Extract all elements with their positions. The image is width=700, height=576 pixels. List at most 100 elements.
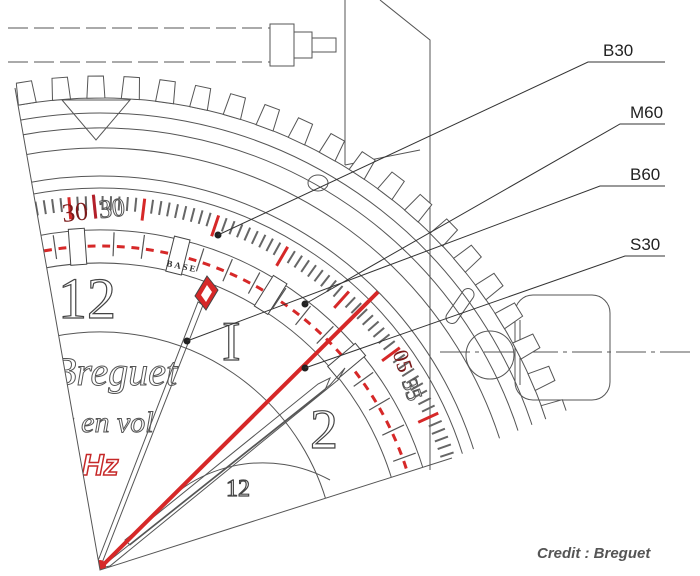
bezel-tooth — [255, 103, 281, 132]
seconds-hand — [96, 290, 380, 570]
scale-tick — [205, 212, 212, 227]
scale-tick — [117, 196, 121, 211]
scale-tick — [272, 242, 282, 256]
minute-track-segment — [303, 318, 312, 326]
minute-marker — [392, 452, 416, 462]
scale-tick — [428, 419, 443, 428]
scale-tick — [381, 346, 401, 363]
scale-tick — [326, 279, 337, 292]
scale-tick — [197, 210, 204, 225]
scale-tick — [356, 308, 368, 320]
minute-marker — [247, 272, 261, 294]
dial-ring — [25, 175, 487, 500]
scale-tick — [243, 227, 252, 241]
leader-b30 — [217, 61, 665, 236]
triangle-marker — [60, 99, 132, 141]
dial-ring — [15, 127, 534, 492]
scale-30-right: 30 — [97, 193, 126, 225]
minute-track-segment — [145, 247, 154, 252]
minute-track-segment — [406, 474, 412, 483]
scale-tick — [181, 205, 188, 220]
credit-text: Credit : Breguet — [537, 545, 651, 562]
scale-tick — [210, 214, 221, 237]
scale-tick — [344, 296, 356, 309]
leader-b60 — [186, 185, 665, 342]
bezel-tooth — [189, 84, 212, 112]
dial-ring — [19, 147, 515, 496]
bezel-tooth — [318, 132, 346, 162]
callout-label-m60: M60 — [630, 103, 663, 122]
minute-track-segment — [402, 460, 408, 469]
scale-tick — [434, 435, 449, 443]
scale-tick — [174, 204, 179, 219]
scale-tick — [361, 314, 374, 326]
scale-35: 35 — [397, 375, 428, 404]
minute-track-segment — [291, 308, 301, 317]
scale-tick — [140, 198, 147, 221]
bezel-tooth — [222, 93, 247, 121]
minute-marker — [295, 305, 312, 326]
scale-tick — [150, 199, 155, 214]
bezel-tooth — [86, 75, 106, 99]
subdial-12: 12 — [226, 476, 250, 502]
scale-tick — [397, 360, 411, 371]
scale-tick — [372, 327, 385, 338]
scale-tick — [158, 200, 163, 216]
minute-marker — [353, 371, 374, 387]
minute-track-segment — [131, 246, 140, 250]
callout-label-b60: B60 — [630, 165, 660, 184]
bezel-tooth — [429, 218, 459, 248]
bezel-tooth — [348, 151, 376, 181]
scale-tick — [421, 404, 436, 413]
minute-track-segment — [215, 266, 225, 273]
bezel-tooth — [527, 365, 556, 392]
scale-tick — [166, 202, 171, 217]
scale-tick — [67, 197, 73, 220]
minute-track-segment — [43, 248, 53, 253]
scale-tick — [383, 340, 396, 351]
frequency-label: Hz — [82, 449, 119, 482]
bezel-tooth — [287, 117, 314, 146]
leader-m60 — [304, 123, 665, 305]
scale-tick — [414, 389, 428, 399]
minute-marker — [52, 235, 58, 260]
bezel-tooth — [120, 76, 141, 101]
scale-divider — [91, 194, 98, 219]
scale-tick — [133, 197, 138, 212]
scale-tick — [307, 264, 317, 278]
scale-tick — [286, 250, 296, 264]
minute-track-segment — [353, 370, 362, 379]
minute-hand — [99, 367, 346, 569]
hour-index — [253, 274, 288, 316]
minute-track-segment — [58, 246, 67, 251]
minute-marker — [316, 325, 334, 344]
frequency-digit — [56, 452, 78, 478]
section-cut-edges — [14, 87, 453, 571]
minute-marker — [140, 234, 146, 259]
numeral-1: I — [222, 311, 241, 373]
minute-track-segment — [242, 278, 251, 285]
scale-tick — [410, 382, 424, 391]
bezel-tooth — [51, 76, 72, 101]
tagline: r en vol — [62, 406, 154, 439]
scale-tick — [51, 198, 55, 214]
scale-tick — [367, 320, 380, 332]
bezel-dot — [307, 174, 329, 192]
bezel-tooth — [452, 244, 482, 273]
dial-ring — [41, 262, 401, 516]
scale-tick — [320, 274, 331, 287]
scale-tick — [258, 234, 267, 248]
numeral-2: 2 — [310, 399, 338, 461]
dial-ring — [35, 229, 434, 510]
scale-tick — [444, 467, 459, 474]
scale-tick — [439, 451, 454, 458]
minute-track-segment — [116, 244, 125, 249]
minute-marker — [368, 397, 391, 411]
scale-tick — [265, 238, 274, 252]
scale-tick — [236, 223, 244, 238]
scale-tick — [76, 196, 80, 211]
scale-tick — [84, 196, 88, 211]
bezel-tooth — [551, 433, 579, 457]
scale-tick — [401, 367, 415, 378]
